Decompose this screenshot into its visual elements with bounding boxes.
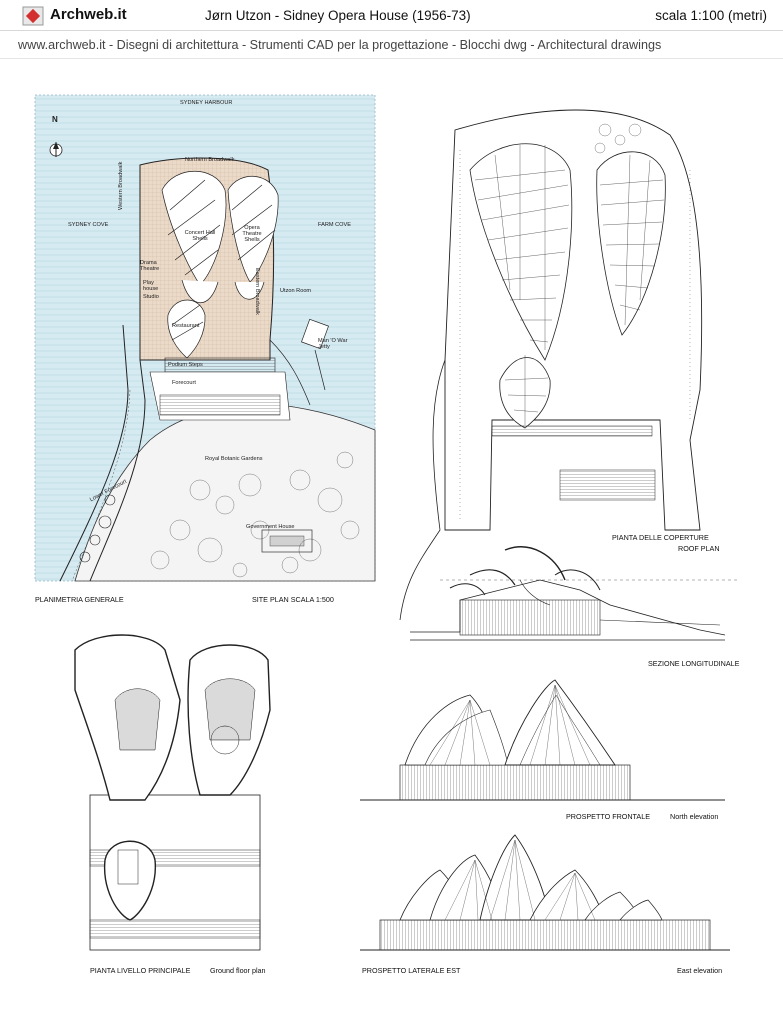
brand-name: Archweb.it bbox=[50, 6, 127, 23]
label-restaurant: Restaurant bbox=[172, 323, 200, 329]
caption-front-elevation-en: North elevation bbox=[670, 812, 719, 821]
caption-roof-plan-it: PIANTA DELLE COPERTURE bbox=[612, 533, 709, 542]
site-plan bbox=[34, 94, 376, 582]
caption-east-elevation-en: East elevation bbox=[677, 966, 723, 975]
label-western-broadwalk: Western Broadwalk bbox=[118, 161, 124, 210]
label-harbour: SYDNEY HARBOUR bbox=[180, 100, 233, 106]
longitudinal-section bbox=[410, 546, 726, 641]
caption-site-plan-it: PLANIMETRIA GENERALE bbox=[35, 595, 124, 604]
label-utzon-room: Utzon Room bbox=[280, 288, 312, 294]
subtitle-text: www.archweb.it - Disegni di architettura… bbox=[18, 38, 662, 52]
caption-section: SEZIONE LONGITUDINALE bbox=[648, 659, 740, 668]
label-forecourt: Forecourt bbox=[172, 380, 196, 386]
label-jetty: Man 'O War Jetty bbox=[318, 338, 348, 350]
caption-front-elevation-it: PROSPETTO FRONTALE bbox=[566, 812, 650, 821]
east-elevation bbox=[360, 834, 730, 951]
label-concert-hall: Concert Hall Shells bbox=[184, 230, 216, 242]
page-title: Jørn Utzon - Sidney Opera House (1956-73… bbox=[205, 8, 471, 23]
north-arrow-label: N bbox=[52, 115, 58, 124]
label-drama-theatre: Drama Theatre bbox=[140, 260, 160, 272]
drawing-sheet: SYDNEY HARBOUR N SYDNEY COVE FARM COVE N… bbox=[0, 60, 783, 1024]
label-farm-cove: FARM COVE bbox=[318, 222, 351, 228]
drawing-scale: scala 1:100 (metri) bbox=[655, 8, 767, 23]
label-podium-steps: Podium Steps bbox=[168, 362, 203, 368]
label-botanic-gardens: Royal Botanic Gardens bbox=[205, 456, 263, 462]
caption-east-elevation-it: PROSPETTO LATERALE EST bbox=[362, 966, 461, 975]
label-northern-broadwalk: Northern Broadwalk bbox=[185, 157, 235, 163]
caption-ground-plan-it: PIANTA LIVELLO PRINCIPALE bbox=[90, 966, 191, 975]
label-government-house: Government House bbox=[246, 524, 295, 530]
label-playhouse: Play house bbox=[143, 280, 159, 292]
label-sydney-cove: SYDNEY COVE bbox=[68, 222, 109, 228]
drawings-canvas bbox=[34, 94, 740, 951]
ground-floor-plan bbox=[74, 634, 271, 951]
archweb-logo-icon bbox=[22, 6, 44, 26]
caption-ground-plan-en: Ground floor plan bbox=[210, 966, 266, 975]
roof-plan bbox=[399, 109, 740, 621]
north-elevation bbox=[360, 679, 725, 801]
label-eastern-broadwalk: Eastern Broadwalk bbox=[254, 268, 260, 315]
caption-site-plan-en: SITE PLAN SCALA 1:500 bbox=[252, 595, 334, 604]
label-opera-theatre: Opera Theatre Shells bbox=[242, 225, 262, 243]
label-studio: Studio bbox=[143, 294, 159, 300]
page-header: Archweb.it Jørn Utzon - Sidney Opera Hou… bbox=[0, 0, 783, 31]
caption-roof-plan-en: ROOF PLAN bbox=[678, 544, 720, 553]
subheader-links: www.archweb.it - Disegni di architettura… bbox=[0, 31, 783, 59]
